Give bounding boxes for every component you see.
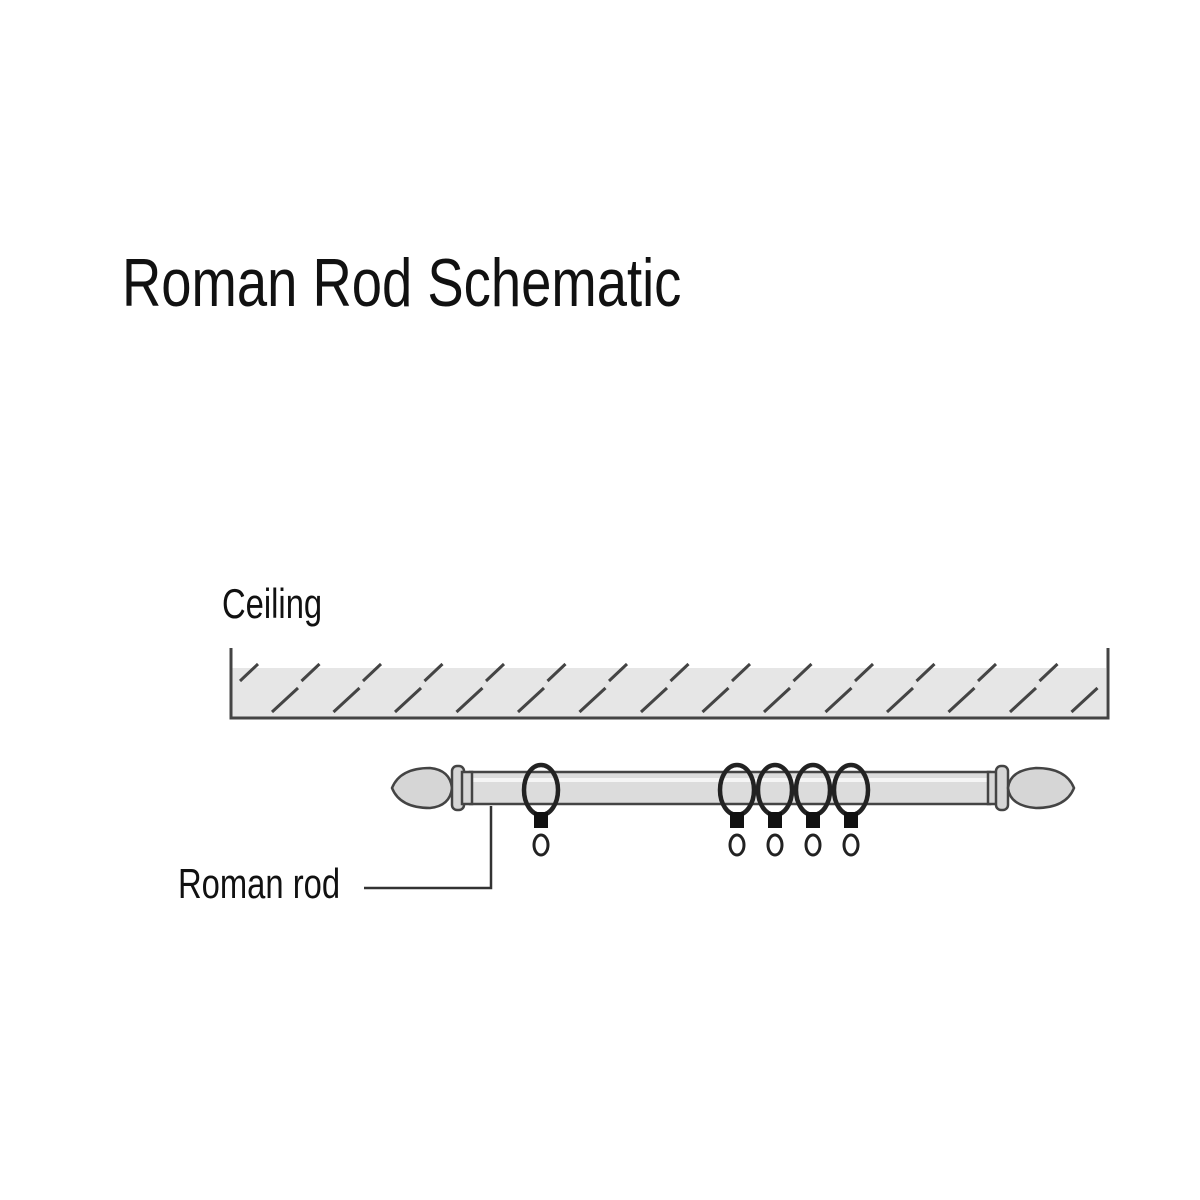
hatch-mark	[730, 662, 752, 683]
curtain-rings	[521, 762, 871, 857]
page-title: Roman Rod Schematic	[122, 245, 682, 321]
hatch-mark	[393, 686, 423, 714]
hatch-mark	[701, 686, 730, 714]
curtain-ring	[717, 762, 757, 857]
hatch-mark	[824, 686, 853, 714]
ceiling-fill	[232, 668, 1106, 718]
hatch-mark	[669, 662, 690, 683]
rod-bar	[468, 770, 992, 806]
hatch-mark	[270, 686, 300, 714]
curtain-ring	[831, 762, 871, 857]
hatch-mark	[361, 662, 383, 683]
curtain-ring	[793, 762, 833, 857]
ceiling-label: Ceiling	[222, 580, 323, 627]
ceiling-outline	[229, 648, 1110, 720]
hatch-mark	[947, 686, 976, 714]
curtain-ring	[521, 762, 561, 857]
roman-rod-label: Roman rod	[178, 860, 341, 907]
hatch-mark	[1038, 662, 1059, 683]
left-finial	[390, 766, 454, 810]
right-finial	[1006, 766, 1076, 810]
left-collar-2	[460, 770, 474, 806]
rod-leader-line	[364, 806, 493, 890]
hatch-mark	[607, 662, 629, 683]
hatch-mark	[915, 662, 936, 683]
hatch-mark	[455, 686, 484, 714]
hatch-mark	[639, 686, 669, 714]
hatch-mark	[238, 662, 260, 683]
hatch-mark	[1008, 686, 1038, 714]
ceiling-hatching	[238, 662, 1099, 714]
right-collar-1	[994, 764, 1010, 812]
hatch-mark	[762, 686, 792, 714]
hatch-mark	[792, 662, 813, 683]
hatch-mark	[976, 662, 998, 683]
roman-rod	[390, 762, 1076, 857]
hatch-mark	[484, 662, 506, 683]
hatch-mark	[546, 662, 567, 683]
hatch-mark	[300, 662, 321, 683]
hatch-mark	[423, 662, 444, 683]
hatch-mark	[516, 686, 546, 714]
hatch-mark	[332, 686, 361, 714]
hatch-mark	[885, 686, 915, 714]
hatch-mark	[1070, 686, 1099, 714]
hatch-mark	[853, 662, 875, 683]
curtain-ring	[755, 762, 795, 857]
hatch-mark	[578, 686, 607, 714]
ceiling	[229, 648, 1110, 720]
